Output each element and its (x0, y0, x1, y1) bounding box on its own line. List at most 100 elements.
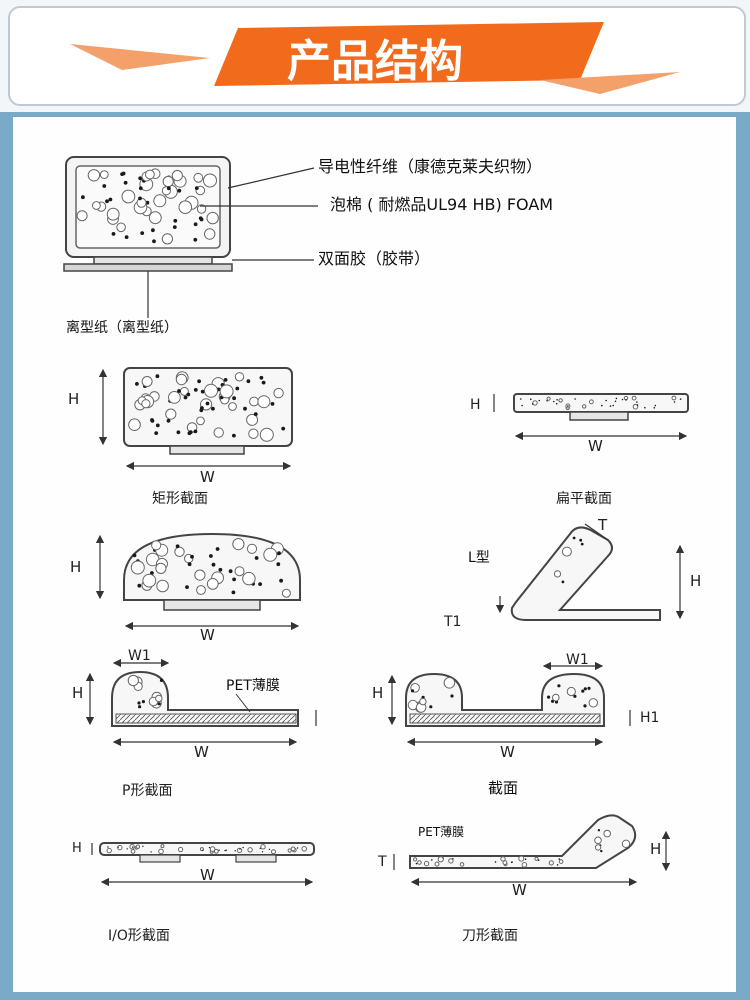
foam-dot (558, 858, 561, 860)
foam-dot (261, 380, 266, 385)
foam-bubble (129, 844, 135, 850)
foam-bubble (603, 829, 612, 838)
foam-dot (137, 701, 141, 705)
foam-dot (172, 225, 177, 230)
foam-dot (654, 404, 657, 407)
foam-bubble (209, 846, 216, 852)
foam-bubble (178, 846, 184, 853)
foam-dot (200, 389, 205, 394)
foam-dot (636, 401, 638, 403)
foam-bubble (168, 391, 181, 404)
foam-dot (81, 195, 85, 200)
release-liner (63, 263, 233, 272)
foam-dot (193, 237, 198, 242)
foam-dot (211, 406, 215, 411)
rect-label-h: H (68, 390, 79, 408)
foam-dot (107, 846, 109, 848)
foam-bubble (234, 372, 245, 382)
foam-dot (194, 186, 199, 191)
io-title: I/O形截面 (108, 928, 170, 944)
foam-bubble (151, 540, 162, 551)
foam-bubble (259, 427, 274, 442)
foam-bubble (206, 578, 219, 590)
foam-dot (567, 405, 569, 407)
foam-bubble (534, 856, 539, 861)
foam-bubble (99, 170, 109, 180)
foam-dot (193, 388, 198, 392)
d-foam-cells (130, 538, 291, 598)
label-liner: 离型纸（离型纸） (66, 319, 178, 336)
foam-dot (410, 689, 415, 693)
foam-dot (429, 705, 433, 709)
profile-double: W1 H H1 W 截面 (372, 652, 659, 797)
foam-bubble (153, 194, 167, 208)
foam-bubble (566, 686, 576, 697)
foam-bubble (459, 862, 465, 867)
foam-dot (185, 585, 189, 589)
double-foam-cells (407, 677, 598, 713)
foam-bubble (242, 571, 256, 586)
l-shell (510, 526, 661, 621)
foam-dot (205, 401, 210, 406)
l-label-h: H (690, 572, 701, 590)
profile-knife: T H W PET薄膜 刀形截面 (377, 814, 671, 944)
foam-bubble (196, 416, 205, 426)
foam-dot (557, 684, 561, 688)
foam-bubble (500, 856, 506, 862)
knife-shell (409, 814, 637, 869)
foam-dot (573, 694, 577, 698)
knife-title: 刀形截面 (462, 928, 518, 944)
foam-dot (555, 402, 558, 405)
knife-label-t: T (377, 854, 387, 870)
foam-dot (621, 398, 624, 401)
foam-dot (135, 382, 139, 386)
foam-dot (636, 404, 639, 406)
foam-dot (587, 686, 591, 690)
foam-dot (605, 399, 607, 402)
foam-dot (124, 235, 129, 240)
d-label-h: H (70, 558, 81, 576)
foam-bubble (196, 204, 207, 214)
foam-dot (132, 846, 134, 848)
foam-dot (556, 864, 559, 866)
foam-bubble (76, 210, 88, 222)
foam-bubble (621, 839, 631, 848)
flat-title: 扁平截面 (556, 491, 612, 507)
l-dim-t (584, 523, 609, 541)
foam-bubble (552, 693, 560, 702)
foam-bubble (171, 170, 183, 182)
double-label-h: H (372, 684, 383, 702)
foam-dot (625, 399, 627, 401)
flat-label-w: W (588, 437, 603, 455)
foam-bubble (92, 201, 101, 210)
banner-streak-left (70, 44, 210, 70)
foam-dot (609, 405, 612, 407)
foam-dot (166, 418, 171, 423)
p-foam-cells (127, 674, 164, 709)
foam-dot (556, 399, 558, 401)
foam-dot (186, 392, 191, 397)
foam-dot (243, 406, 247, 411)
foam-dot (137, 583, 142, 588)
foam-bubble (423, 860, 430, 867)
foam-dot (431, 859, 433, 861)
foam-dot (258, 582, 262, 586)
foam-bubble (561, 546, 572, 557)
knife-foam-cells (413, 829, 631, 868)
foam-bubble (158, 848, 164, 855)
foam-bubble (204, 383, 218, 398)
foam-dot (612, 404, 614, 407)
foam-dot (232, 433, 236, 438)
flat-tape (569, 411, 629, 421)
foam-dot (415, 862, 418, 865)
foam-bubble (558, 398, 563, 403)
foam-bubble (448, 858, 454, 864)
d-tape (163, 599, 261, 611)
foam-dot (150, 418, 154, 422)
foam-bubble (106, 207, 120, 221)
foam-dot (200, 406, 204, 410)
foam-dot (673, 401, 676, 403)
foam-bubble (128, 418, 141, 432)
foam-dot (581, 689, 585, 693)
